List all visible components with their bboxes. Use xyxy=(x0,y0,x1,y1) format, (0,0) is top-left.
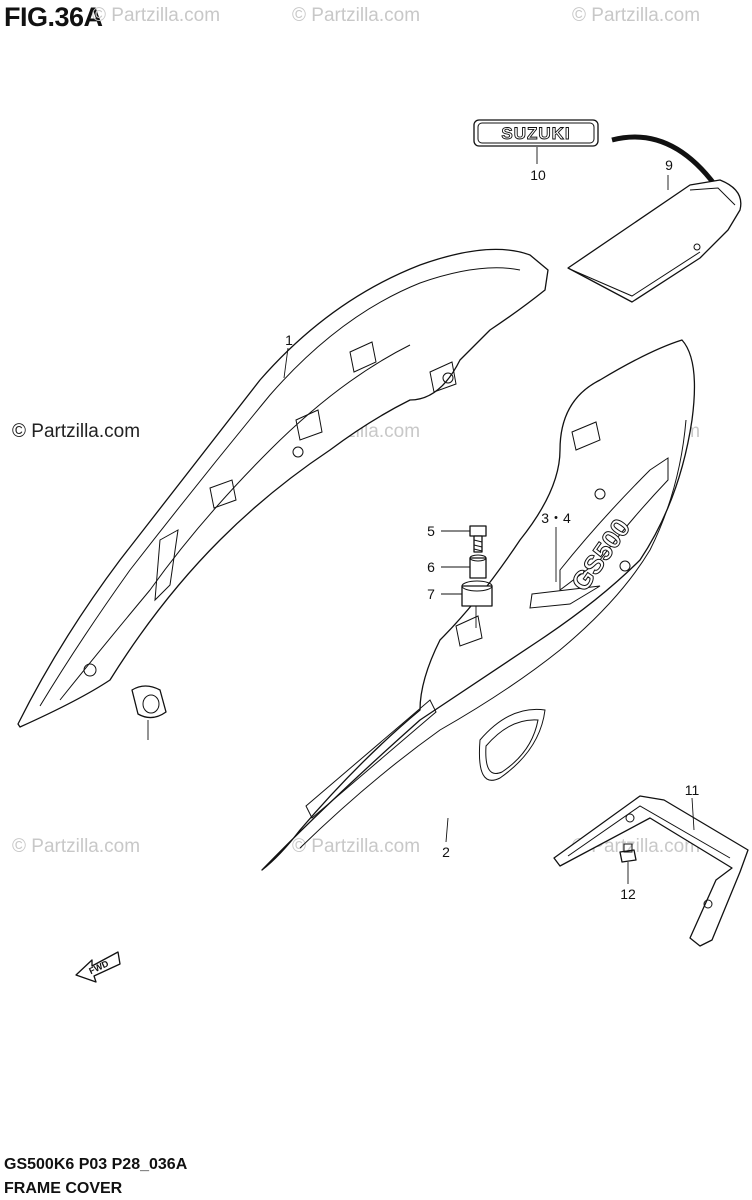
figure-title: FIG.36A xyxy=(4,2,103,32)
watermark-primary: © Partzilla.com xyxy=(12,421,140,442)
callout-7: 7 xyxy=(427,586,435,602)
watermark-top-left: © Partzilla.com xyxy=(92,5,220,26)
callout-1: 1 xyxy=(285,332,293,348)
cushion-part-7 xyxy=(461,580,493,607)
callout-11: 12 xyxy=(620,886,636,902)
watermark-low-left: © Partzilla.com xyxy=(12,836,140,857)
callout-10: 11 xyxy=(685,782,700,798)
bolt-part-5 xyxy=(469,525,487,553)
callout-3-4: 3・4 xyxy=(541,510,571,526)
watermark-low-center: © Partzilla.com xyxy=(292,836,420,857)
rear-cowl-part-8 xyxy=(567,134,742,303)
callout-8: 9 xyxy=(665,157,673,173)
left-frame-cover-part-1 xyxy=(17,248,549,728)
watermark-top-center: © Partzilla.com xyxy=(292,5,420,26)
leader-lines xyxy=(147,147,695,884)
watermark-top-right: © Partzilla.com xyxy=(572,5,700,26)
grommet-part-12 xyxy=(131,685,167,719)
fwd-arrow-icon: FWD xyxy=(75,951,121,983)
clip-part-11 xyxy=(619,843,637,863)
callout-6: 6 xyxy=(427,559,435,575)
section-name: FRAME COVER xyxy=(4,1180,123,1197)
callout-2: 2 xyxy=(442,844,450,860)
model-code: GS500K6 P03 P28_036A xyxy=(4,1156,188,1173)
callout-5: 5 xyxy=(427,523,435,539)
callout-9: 10 xyxy=(530,167,546,183)
suzuki-emblem: SUZUKI xyxy=(473,119,599,147)
suzuki-emblem-text: SUZUKI xyxy=(501,124,570,143)
bracket-part-10 xyxy=(553,795,749,947)
collar-part-6 xyxy=(469,554,487,579)
